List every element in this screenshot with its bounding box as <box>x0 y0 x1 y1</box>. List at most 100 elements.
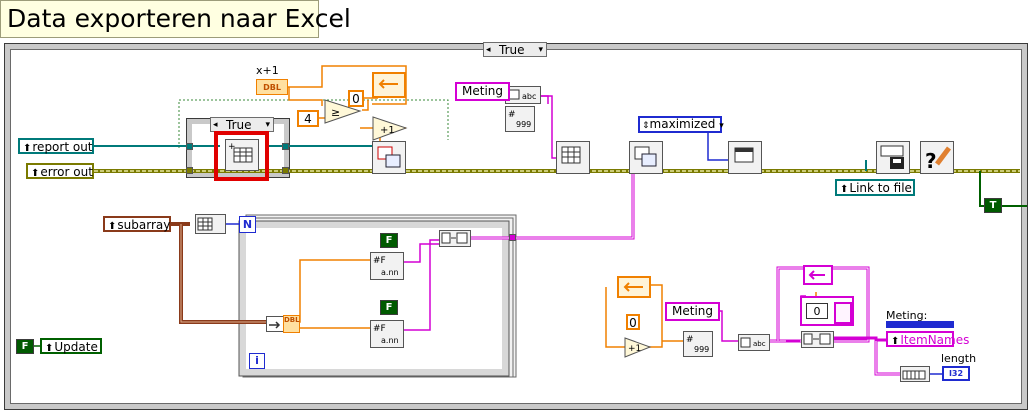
update-ref-icon: ⬆ <box>45 343 54 354</box>
enum-spin-icon: ⇕ <box>642 121 650 131</box>
build-array-node-2[interactable] <box>801 331 834 348</box>
svg-text:#: # <box>508 110 516 120</box>
increment-node-2[interactable]: +1 <box>624 337 654 363</box>
meting-string-constant-2[interactable]: Meting <box>665 302 720 321</box>
length-label: length <box>941 352 977 365</box>
array-element-string[interactable] <box>834 302 852 324</box>
loop-output-tunnel <box>509 234 516 241</box>
window-state-value: maximized <box>649 117 716 131</box>
report-subvi-1[interactable] <box>372 141 406 174</box>
meting-indicator-label: Meting: <box>886 309 928 322</box>
case-selector[interactable]: ◂ True ▾ <box>483 42 547 57</box>
update-label: Update <box>54 340 98 354</box>
svg-text:a.nn: a.nn <box>381 336 399 345</box>
empty-string-array-constant[interactable]: 0 <box>800 296 854 326</box>
table-icon: + <box>228 142 253 163</box>
subarray-control[interactable]: ⬆subarray <box>103 216 171 232</box>
svg-text:#: # <box>686 335 694 345</box>
item-names-ref-icon: ⬆ <box>891 336 900 347</box>
report-subvi-2[interactable] <box>556 141 590 174</box>
loop-iteration-terminal: i <box>249 353 265 369</box>
increment-node[interactable]: +1 <box>372 116 412 146</box>
meting-cluster-border <box>886 321 954 328</box>
array-to-cluster-node[interactable] <box>195 214 226 234</box>
case-decrement-icon[interactable]: ◂ <box>486 45 491 55</box>
constant-zero[interactable]: 0 <box>348 90 364 107</box>
error-handler-icon: ? <box>925 146 951 173</box>
svg-text:?: ? <box>925 149 937 173</box>
report-out-label: report out <box>32 140 93 154</box>
false-constant-update[interactable]: F <box>16 339 34 354</box>
refnum-icon: ⬆ <box>23 143 32 154</box>
concat-strings-node-2[interactable]: abc <box>738 334 770 351</box>
window-state-subvi[interactable] <box>728 141 762 174</box>
constant-zero-loop[interactable]: 0 <box>626 314 640 330</box>
svg-text:≥: ≥ <box>331 106 340 119</box>
subarray-ref-icon: ⬆ <box>108 221 117 232</box>
svg-text:abc: abc <box>522 92 536 101</box>
format-number-node[interactable]: #999 <box>505 106 535 132</box>
format-icon: #F a.nn <box>373 324 399 345</box>
link-to-file-indicator: ⬆Link to file <box>835 179 915 196</box>
inner-case-selector[interactable]: ◂ True ▾ <box>210 117 274 132</box>
insert-table-subvi[interactable]: + <box>225 139 259 171</box>
tunnel-report-in <box>186 143 193 150</box>
report-out-control[interactable]: ⬆report out <box>18 138 94 154</box>
update-control[interactable]: ⬆Update <box>40 338 102 354</box>
format-icon: #999 <box>508 110 531 129</box>
tunnel-report-out <box>282 143 289 150</box>
highlight-box <box>214 131 269 181</box>
format-number-node-2[interactable]: #999 <box>683 331 713 357</box>
x-plus-1-label: x+1 <box>256 64 279 77</box>
svg-text:999: 999 <box>516 120 531 129</box>
tunnel-error-out <box>282 167 289 174</box>
build-array-node[interactable] <box>439 230 471 247</box>
svg-text:+1: +1 <box>628 344 641 354</box>
array-size-node[interactable] <box>900 366 930 382</box>
constant-four[interactable]: 4 <box>297 110 319 127</box>
loop-count-terminal: N <box>239 216 256 233</box>
shift-register-feedback[interactable] <box>372 72 406 98</box>
enum-dropdown-icon[interactable]: ▾ <box>719 121 724 131</box>
table-icon <box>377 146 401 168</box>
error-handler-subvi[interactable]: ? <box>920 141 954 174</box>
false-constant-2[interactable]: F <box>380 300 398 315</box>
index-icon <box>269 321 281 329</box>
inner-case-dropdown-icon[interactable]: ▾ <box>265 120 270 130</box>
window-state-enum[interactable]: ⇕maximized ▾ <box>638 116 724 133</box>
shift-register-feedback-2[interactable] <box>617 276 651 298</box>
case-selector-value: True <box>499 43 525 57</box>
diagram-title: Data exporteren naar Excel <box>0 0 351 38</box>
item-names-indicator: ⬆ItemNames <box>886 331 969 347</box>
save-icon <box>880 145 904 169</box>
array-index-display[interactable]: 0 <box>806 303 828 319</box>
svg-text:a.nn: a.nn <box>381 268 399 277</box>
format-icon: #999 <box>686 335 709 354</box>
dbl-array-terminal: DBL <box>283 315 300 333</box>
inner-case-decrement-icon[interactable]: ◂ <box>213 120 218 130</box>
array-size-icon <box>902 370 926 380</box>
feedback-arrow-icon <box>378 79 398 89</box>
svg-text:#F: #F <box>373 324 386 334</box>
meting-string-constant[interactable]: Meting <box>455 82 510 101</box>
string-feedback-node[interactable] <box>803 265 833 285</box>
case-dropdown-icon[interactable]: ▾ <box>538 45 543 55</box>
svg-text:abc: abc <box>753 340 766 348</box>
concat-icon: abc <box>740 337 766 348</box>
false-constant-1[interactable]: F <box>380 233 398 248</box>
number-to-string-node-2[interactable]: #F a.nn <box>370 320 404 348</box>
greater-or-equal-node[interactable]: ≥ <box>324 99 364 129</box>
true-constant[interactable]: T <box>984 198 1002 213</box>
svg-text:#F: #F <box>373 256 386 266</box>
svg-text:999: 999 <box>694 345 709 354</box>
save-report-subvi[interactable] <box>876 141 910 174</box>
svg-text:+: + <box>228 142 236 152</box>
item-names-label: ItemNames <box>900 333 970 347</box>
number-to-string-node-1[interactable]: #F a.nn <box>370 252 404 280</box>
report-subvi-3[interactable] <box>629 141 663 174</box>
string-concat-node[interactable]: abc <box>505 86 541 104</box>
length-indicator: I32 <box>942 366 970 381</box>
concat-icon: abc <box>508 89 536 101</box>
error-out-control[interactable]: ⬆error out <box>26 163 94 179</box>
